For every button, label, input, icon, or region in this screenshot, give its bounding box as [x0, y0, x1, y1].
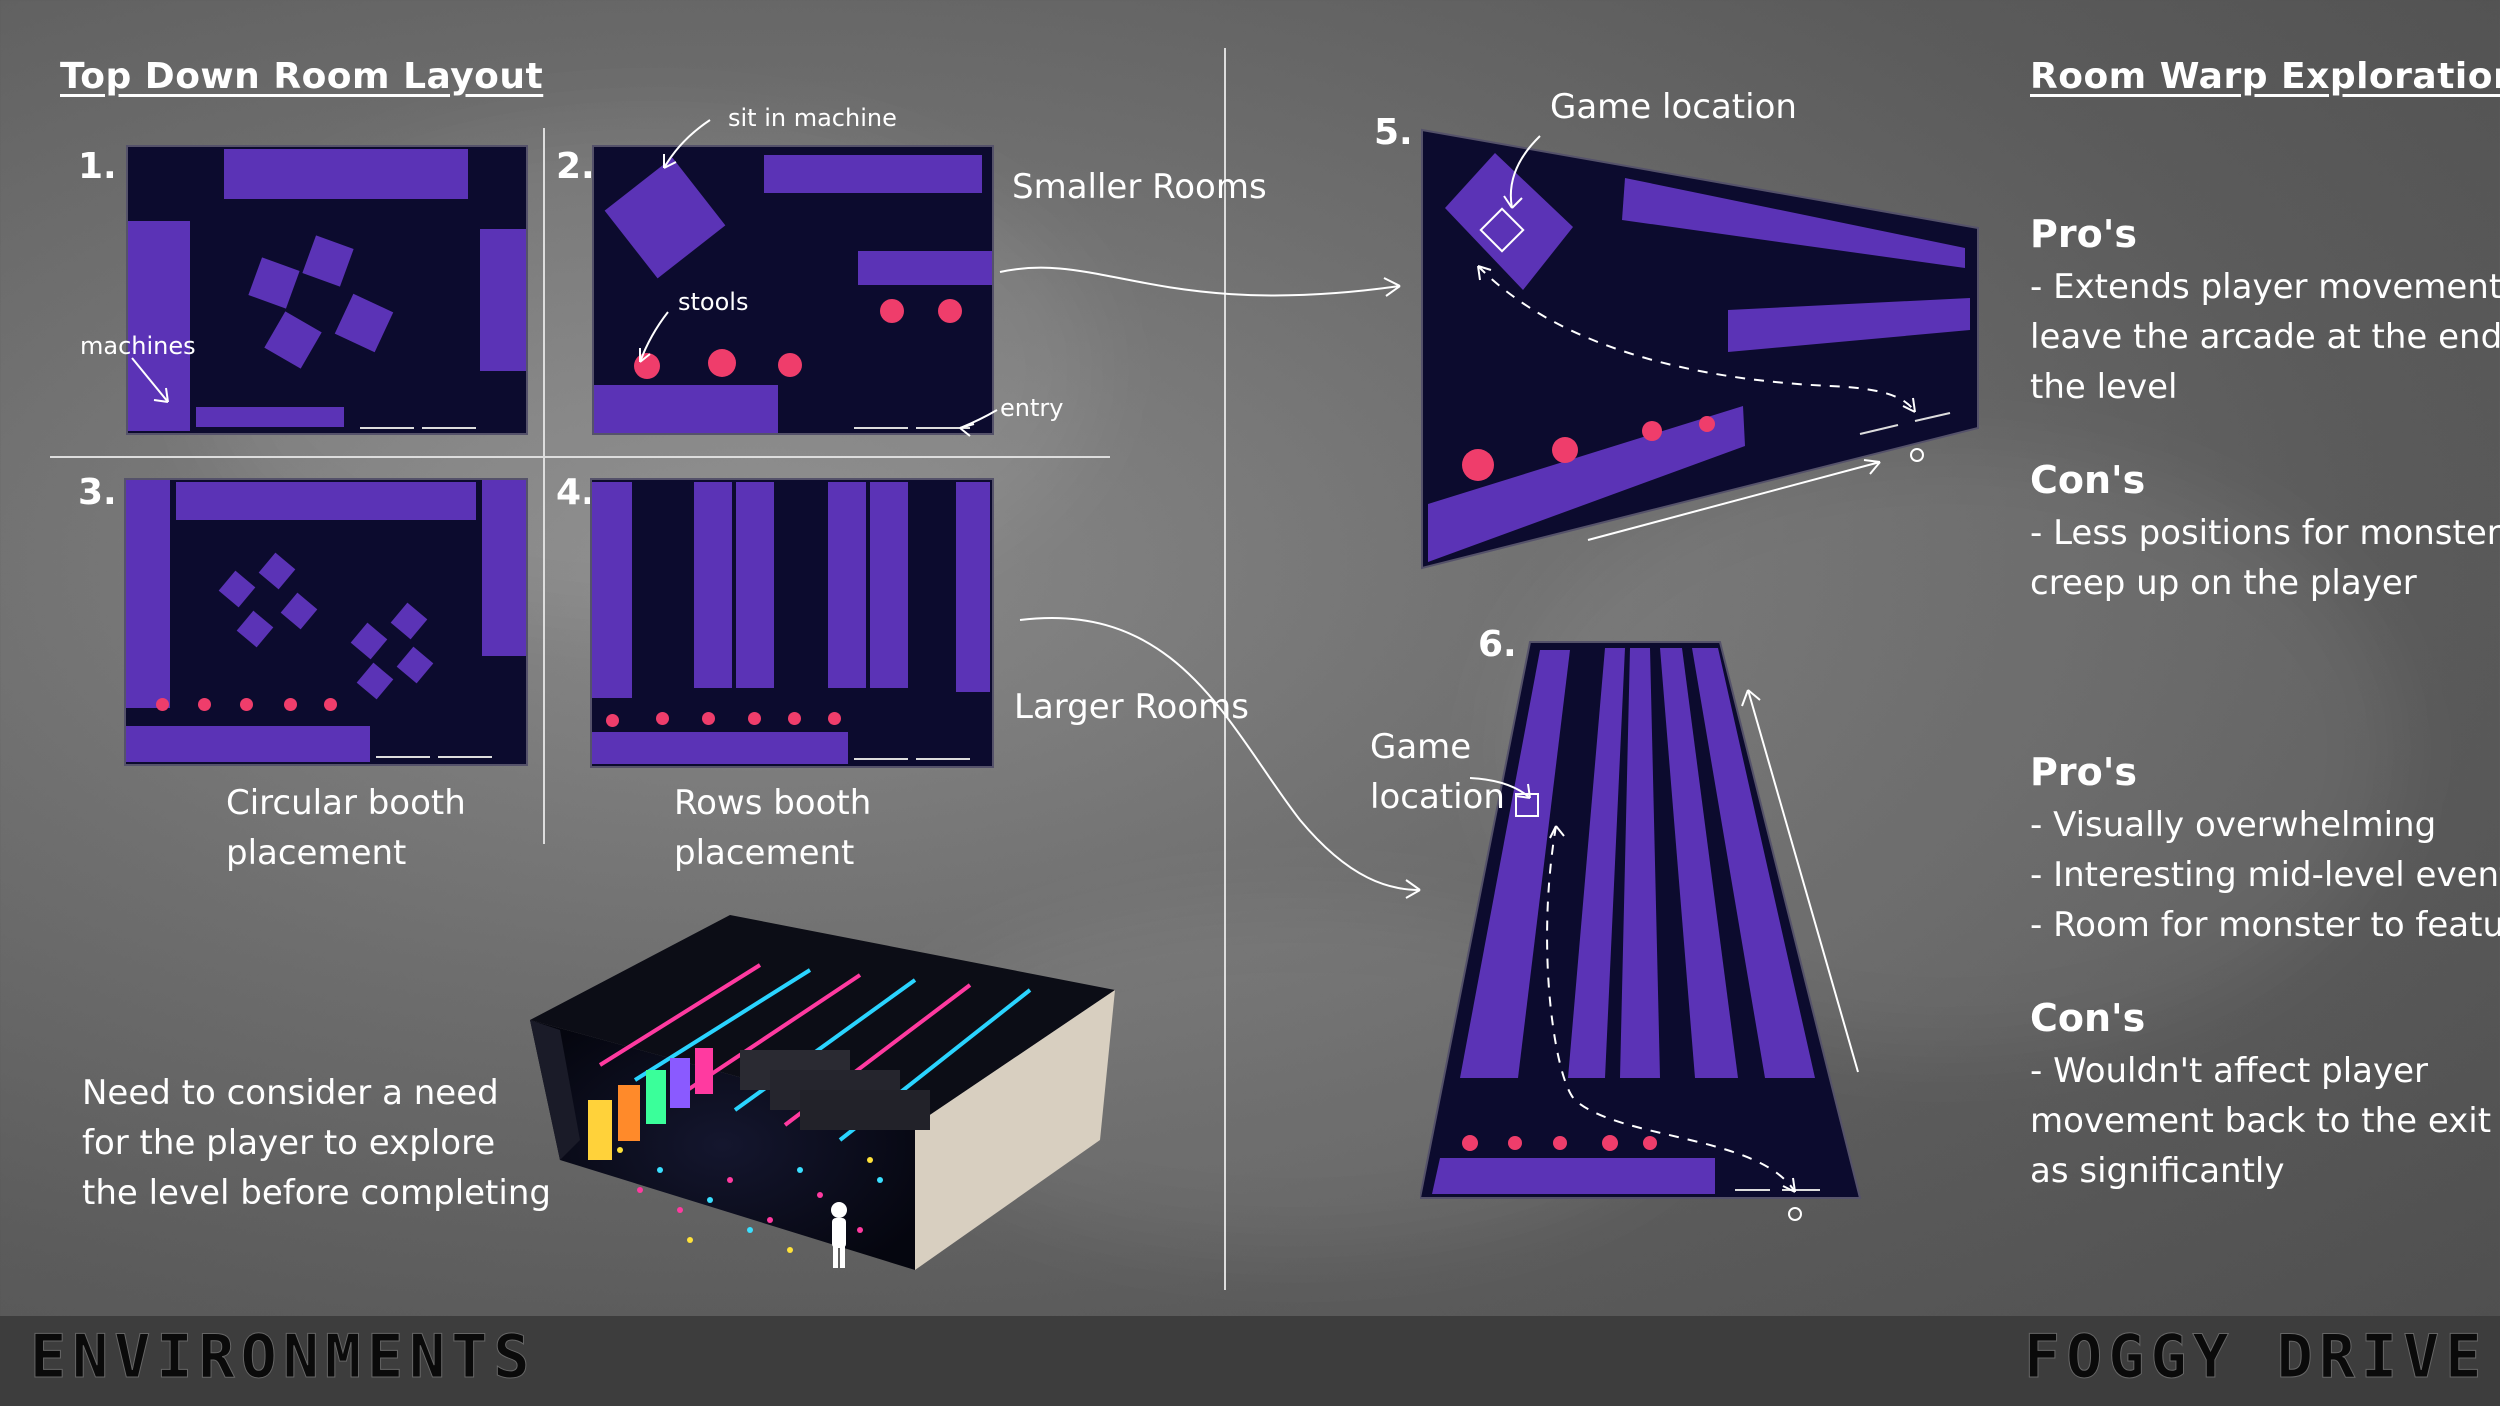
section1-con-line1: - Less positions for monster to: [2030, 513, 2500, 553]
stool: [828, 712, 841, 725]
label-game-location-6-line2: location: [1370, 777, 1505, 817]
booth: [482, 480, 526, 656]
booth: [126, 480, 170, 708]
layout-number-3: 3.: [78, 472, 117, 513]
booth-row: [592, 482, 632, 698]
booth-row: [828, 482, 866, 688]
stool: [156, 698, 169, 711]
entry-mark: [916, 758, 970, 760]
stool: [778, 353, 802, 377]
booth-row: [736, 482, 774, 688]
entry-mark: [360, 427, 414, 429]
caption-rows-line2: placement: [674, 833, 855, 873]
booth: [480, 229, 526, 371]
booth: [196, 407, 344, 427]
booth: [594, 385, 778, 433]
entry-mark: [854, 758, 908, 760]
section2-pro-line2: - Interesting mid-level event: [2030, 855, 2500, 895]
section2-con-line1: - Wouldn't affect player: [2030, 1051, 2429, 1091]
annotation-stools: stools: [678, 288, 749, 316]
layout-number-2: 2.: [556, 146, 595, 187]
booth: [176, 482, 476, 520]
section1-pro-line3: the level: [2030, 367, 2178, 407]
entry-mark: [422, 427, 476, 429]
section1-pro-line1: - Extends player movement to: [2030, 267, 2500, 307]
section1-cons-heading: Con's: [2030, 458, 2146, 502]
section2-cons-heading: Con's: [2030, 996, 2146, 1040]
stool: [788, 712, 801, 725]
section1-pros-heading: Pro's: [2030, 212, 2137, 256]
layout-number-6: 6.: [1478, 624, 1517, 665]
note-line3: the level before completing: [82, 1173, 551, 1213]
section2-con-line3: as significantly: [2030, 1151, 2285, 1191]
room-layout-1: [126, 145, 528, 435]
booth: [592, 732, 848, 764]
booth-machines: [128, 221, 190, 431]
label-larger-rooms: Larger Rooms: [1014, 687, 1249, 727]
section1-con-line2: creep up on the player: [2030, 563, 2417, 603]
section2-pro-line3: - Room for monster to feature: [2030, 905, 2500, 945]
footer-foggy-drive-logo: FOGGY DRIVE: [2023, 1322, 2488, 1393]
label-smaller-rooms: Smaller Rooms: [1012, 167, 1267, 207]
caption-circular-line2: placement: [226, 833, 407, 873]
annotation-machines: machines: [80, 332, 196, 360]
entry-mark: [376, 756, 430, 758]
section2-pros-heading: Pro's: [2030, 750, 2137, 794]
annotation-entry: entry: [1000, 394, 1064, 422]
room-layout-2: [592, 145, 994, 435]
stool: [880, 299, 904, 323]
caption-circular-line1: Circular booth: [226, 783, 466, 823]
stool: [708, 349, 736, 377]
note-line2: for the player to explore: [82, 1123, 496, 1163]
room-layout-4: [590, 478, 994, 768]
room-warp-heading: Room Warp Exploration: [2030, 56, 2500, 97]
stool: [198, 698, 211, 711]
top-down-layout-heading: Top Down Room Layout: [60, 56, 544, 97]
stool: [748, 712, 761, 725]
stool: [656, 712, 669, 725]
note-line1: Need to consider a need: [82, 1073, 499, 1113]
stool: [606, 714, 619, 727]
entry-mark: [438, 756, 492, 758]
section2-pro-line1: - Visually overwhelming: [2030, 805, 2437, 845]
stool: [324, 698, 337, 711]
booth: [764, 155, 982, 193]
room-warp-6: [1420, 641, 1862, 1199]
booth-row: [694, 482, 732, 688]
section2-con-line2: movement back to the exit door: [2030, 1101, 2500, 1141]
footer-environments-title: ENVIRONMENTS: [29, 1322, 536, 1393]
stool: [240, 698, 253, 711]
booth: [858, 251, 992, 285]
booth: [126, 726, 370, 762]
section1-pro-line2: leave the arcade at the end of: [2030, 317, 2500, 357]
stool: [702, 712, 715, 725]
label-game-location-5: Game location: [1550, 87, 1797, 127]
grid-divider-vertical: [543, 128, 545, 844]
layout-number-5: 5.: [1374, 112, 1413, 153]
booth-row: [870, 482, 908, 688]
annotation-sit-in-machine: sit in machine: [728, 104, 897, 132]
entry-mark: [916, 427, 970, 429]
caption-rows-line1: Rows booth: [674, 783, 872, 823]
footer-bar: [0, 1316, 2500, 1406]
room-warp-5: [1421, 128, 1979, 570]
stool: [284, 698, 297, 711]
label-game-location-6-line1: Game: [1370, 727, 1472, 767]
stool: [938, 299, 962, 323]
section-divider: [1224, 48, 1226, 1290]
layout-number-1: 1.: [78, 146, 117, 187]
entry-mark: [854, 427, 908, 429]
arcade-3d-render: [530, 915, 1115, 1270]
grid-divider-horizontal: [50, 456, 1110, 458]
booth: [224, 149, 468, 199]
booth-row: [956, 482, 990, 692]
layout-number-4: 4.: [556, 472, 595, 513]
room-layout-3: [124, 478, 528, 766]
